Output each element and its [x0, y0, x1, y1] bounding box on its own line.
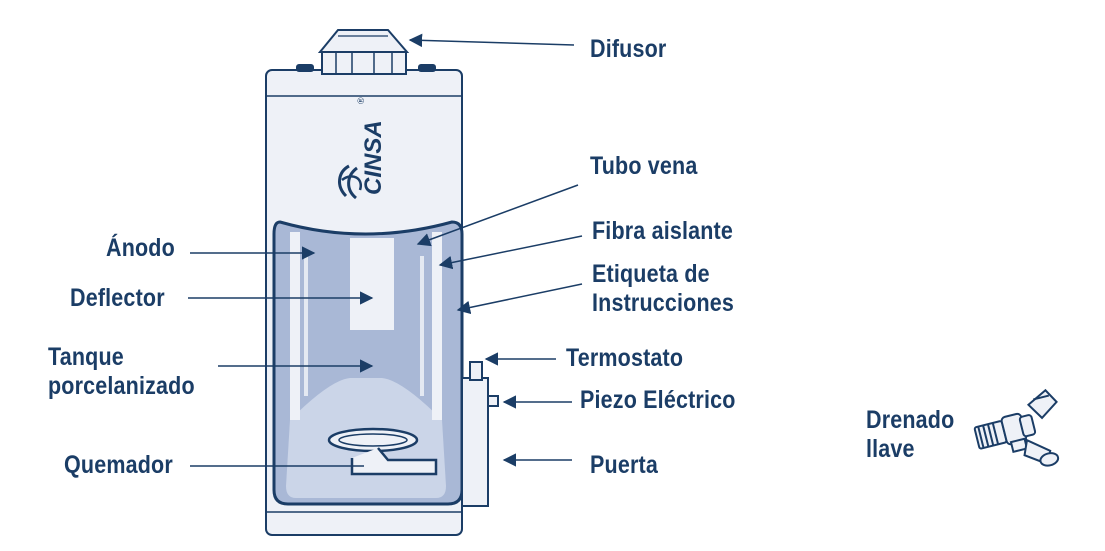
label-quemador: Quemador	[64, 451, 173, 479]
brand-name: CINSA	[360, 120, 387, 195]
leader-fibra	[438, 235, 583, 270]
leader-tubo-vena	[416, 184, 579, 247]
label-piezo: Piezo Eléctrico	[580, 386, 736, 414]
leader-etiqueta	[456, 283, 583, 315]
label-puerta: Puerta	[590, 451, 658, 479]
brand-logo: CINSA ®	[338, 97, 387, 200]
door-panel	[461, 377, 489, 507]
label-difusor: Difusor	[590, 35, 667, 63]
tank	[272, 220, 464, 506]
label-drenado: Drenado llave	[866, 406, 955, 463]
label-etiqueta: Etiqueta de Instrucciones	[592, 260, 735, 317]
label-tanque: Tanque porcelanizado	[48, 343, 195, 400]
label-deflector: Deflector	[70, 284, 165, 312]
piezo-button	[487, 395, 499, 407]
leader-difusor	[408, 33, 575, 48]
label-fibra-aislante: Fibra aislante	[592, 217, 734, 245]
label-anodo: Ánodo	[106, 234, 175, 262]
burner	[327, 427, 419, 453]
deflector-tube	[350, 238, 394, 330]
label-termostato: Termostato	[566, 344, 684, 372]
brand-mark: ®	[356, 97, 366, 104]
diffuser	[317, 29, 410, 75]
label-tubo-vena: Tubo vena	[590, 152, 698, 180]
thermostat-knob	[469, 361, 483, 381]
drain-valve-icon	[973, 388, 1060, 467]
